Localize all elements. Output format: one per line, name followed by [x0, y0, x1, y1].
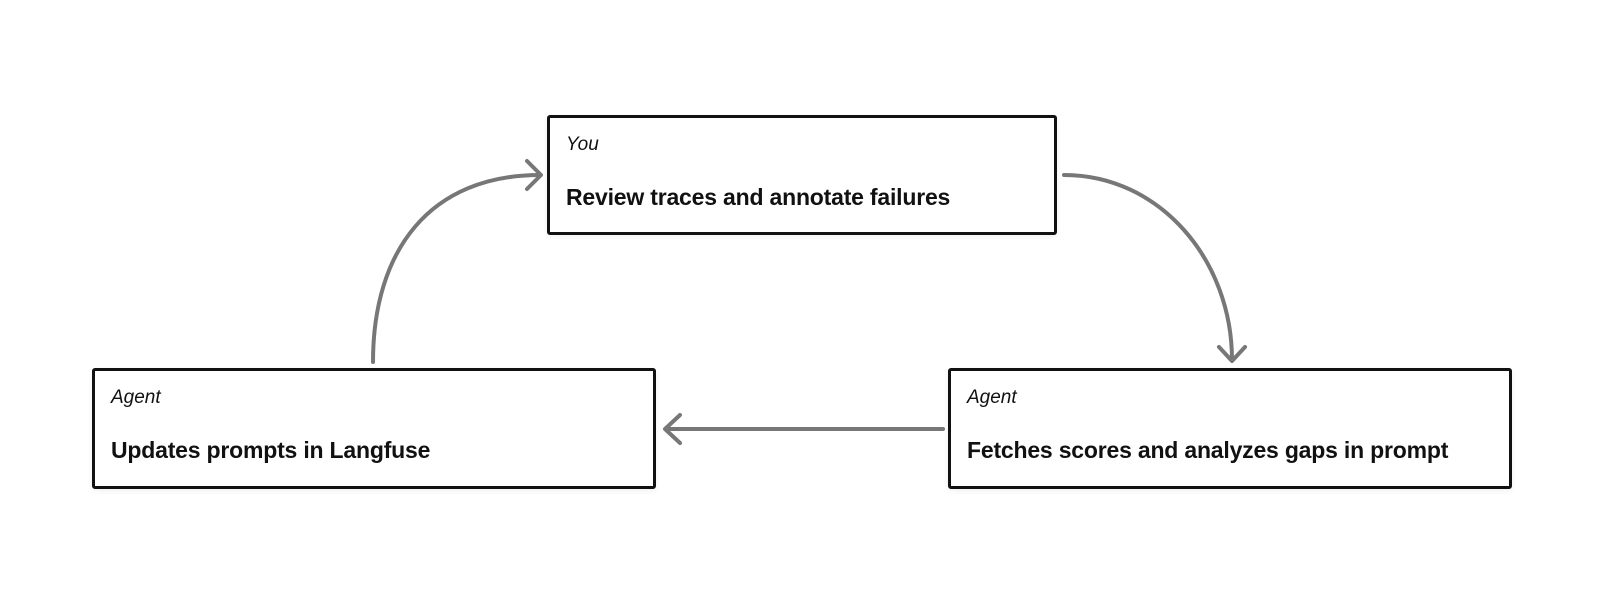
arrow-review-to-fetch	[1062, 173, 1247, 363]
update-step-node: Agent Updates prompts in Langfuse	[92, 368, 656, 489]
arrow-update-to-review	[371, 159, 543, 364]
actor-label: Agent	[967, 387, 1017, 408]
step-title: Review traces and annotate failures	[566, 184, 951, 210]
fetch-step-node: Agent Fetches scores and analyzes gaps i…	[948, 368, 1512, 489]
arrow-fetch-to-update	[663, 413, 945, 445]
actor-label: You	[566, 134, 599, 155]
step-title: Updates prompts in Langfuse	[111, 437, 431, 463]
actor-label: Agent	[111, 387, 161, 408]
review-step-node: You Review traces and annotate failures	[547, 115, 1057, 235]
step-title: Fetches scores and analyzes gaps in prom…	[967, 437, 1449, 463]
